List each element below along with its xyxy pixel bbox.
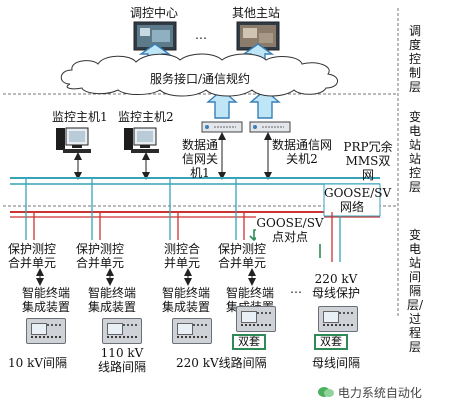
unit-protection-merging-2: 保护测控合并单元 [75, 242, 124, 270]
device-bus-icon [318, 306, 358, 332]
bay-220kv-line: 220 kV线路间隔 [176, 356, 267, 370]
prp-mms-label: PRP冗余 MMS双网 [343, 140, 393, 182]
bay-110kv-line: 110 kV 线路间隔 [97, 346, 146, 374]
bay-10kv: 10 kV间隔 [8, 356, 68, 370]
unit-drops [25, 178, 341, 262]
goose-network-label: GOOSE/SV 网络 [324, 186, 392, 214]
watermark-text: 电力系统自动化 [337, 386, 422, 400]
unit-ellipsis: … [290, 282, 302, 296]
gateway1-label: 数据通信网关机1 [181, 138, 218, 180]
device-220kv-a-icon [172, 318, 212, 344]
wechat-icon [318, 387, 334, 397]
layer-dispatch: 调度控制层 [408, 24, 421, 94]
host1-label: 监控主机1 [52, 110, 108, 124]
service-cloud [60, 53, 338, 97]
unit-terminal-arrows [36, 268, 256, 286]
control-center-label: 调控中心 [130, 6, 179, 20]
service-interface-label: 服务接口/通信规约 [150, 72, 251, 86]
host2-label: 监控主机2 [118, 110, 174, 124]
device-110kv-icon [102, 318, 142, 344]
unit-protection-merging-4: 保护测控合并单元 [217, 242, 266, 270]
terminal-3: 智能终端集成装置 [161, 286, 210, 314]
other-station-screen-icon [236, 21, 280, 51]
terminal-2: 智能终端集成装置 [87, 286, 136, 314]
unit-goose-drops [33, 212, 333, 262]
unit-measure-merging: 测控合并单元 [163, 242, 200, 270]
host1-computer-icon [56, 127, 91, 153]
device-10kv-icon [26, 318, 66, 344]
terminal-1: 智能终端集成装置 [21, 286, 70, 314]
host2-computer-icon [124, 127, 159, 153]
layer-station-control: 变电站站控层 [408, 110, 421, 194]
gateway2-label: 数据通信网关机2 [272, 138, 333, 166]
bay-bus: 母线间隔 [312, 356, 361, 370]
other-station-label: 其他主站 [232, 6, 281, 20]
top-ellipsis: … [195, 28, 207, 42]
gateway1-device-icon [201, 121, 243, 133]
goose-p2p-label: GOOSE/SV 点对点 [256, 216, 324, 244]
dual-badge-220kv: 双套 [232, 334, 266, 350]
dual-badge-bus: 双套 [314, 334, 348, 350]
layer-bay-process: 变电站间隔层/过程层 [406, 228, 424, 354]
wechat-watermark: 电力系统自动化 [318, 384, 422, 401]
gateway2-device-icon [249, 121, 291, 133]
unit-protection-merging-1: 保护测控合并单元 [7, 242, 56, 270]
goose-net-label-box [323, 183, 381, 217]
bus-protection-label: 220 kV 母线保护 [311, 272, 360, 300]
device-220kv-b-icon [236, 306, 276, 332]
